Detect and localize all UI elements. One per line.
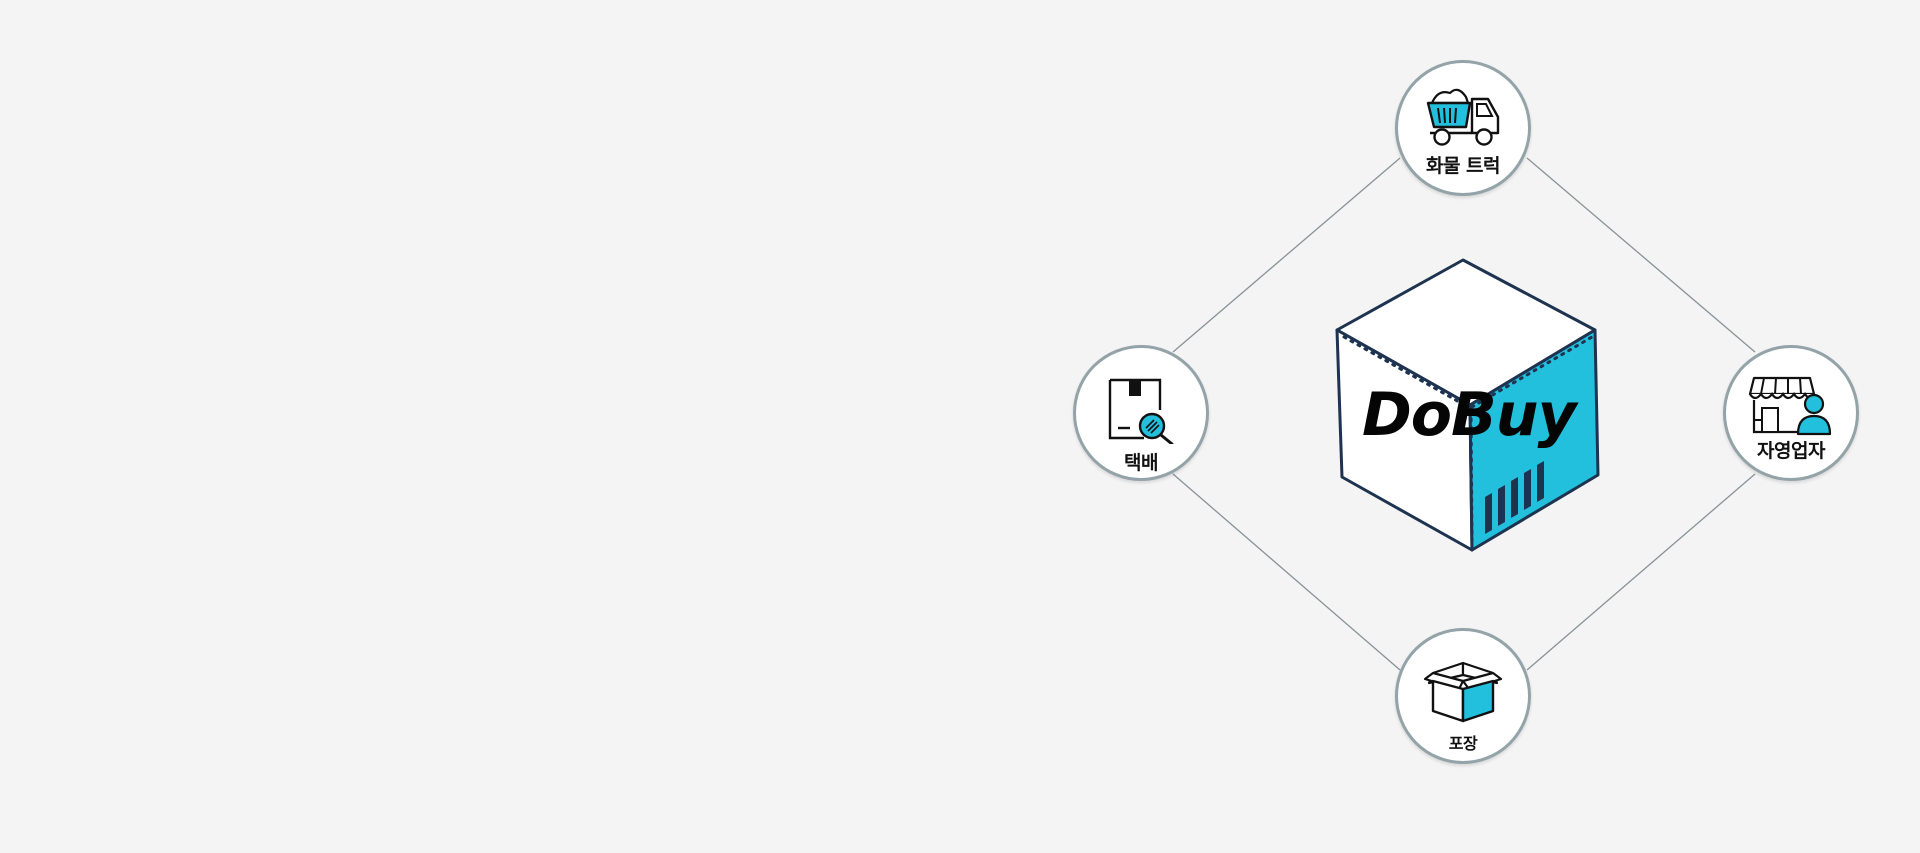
brand-logo-text: DoBuy	[1362, 380, 1577, 450]
node-truck[interactable]: 화물 트럭	[1395, 60, 1531, 196]
open-box-icon	[1423, 661, 1503, 723]
parcel-search-icon	[1108, 378, 1174, 444]
dobuy-cube-icon	[1335, 258, 1600, 552]
connector-truck-delivery	[1172, 157, 1401, 353]
node-merchant[interactable]: 자영업자	[1723, 345, 1859, 481]
node-delivery-label: 택배	[1124, 452, 1158, 474]
node-merchant-label: 자영업자	[1757, 440, 1825, 462]
node-truck-label: 화물 트럭	[1425, 155, 1501, 177]
storefront-person-icon	[1748, 376, 1832, 436]
dump-truck-icon	[1426, 88, 1500, 146]
connector-delivery-packing	[1172, 473, 1401, 671]
connector-merchant-packing	[1526, 473, 1756, 671]
connector-truck-merchant	[1526, 157, 1756, 353]
node-delivery[interactable]: 택배	[1073, 345, 1209, 481]
node-packing[interactable]: 포장	[1395, 628, 1531, 764]
node-packing-label: 포장	[1448, 734, 1478, 753]
